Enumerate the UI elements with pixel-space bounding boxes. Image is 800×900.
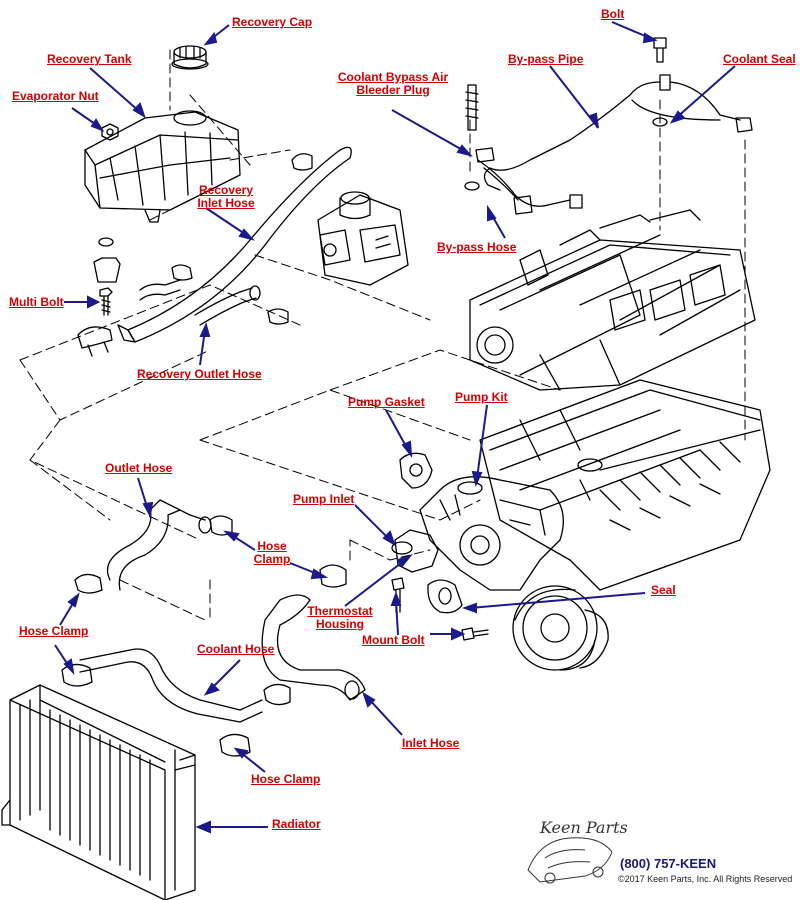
brand-copyright: ©2017 Keen Parts, Inc. All Rights Reserv… xyxy=(618,874,793,884)
label-coolant-hose: Coolant Hose xyxy=(197,642,275,656)
label-recovery-cap: Recovery Cap xyxy=(232,15,313,29)
label-pump-inlet: Pump Inlet xyxy=(293,492,355,506)
brand-phone: (800) 757-KEEN xyxy=(620,856,717,871)
label-hose-clamp-bottom: Hose Clamp xyxy=(251,772,321,786)
label-recovery-tank: Recovery Tank xyxy=(47,52,132,66)
label-bypass-hose: By-pass Hose xyxy=(437,240,517,254)
label-hose-clamp-mid-line1: Hose xyxy=(257,539,287,553)
label-inlet-hose: Inlet Hose xyxy=(402,736,460,750)
label-evaporator-nut: Evaporator Nut xyxy=(12,89,99,103)
label-bypass-pipe: By-pass Pipe xyxy=(508,52,584,66)
label-radiator: Radiator xyxy=(272,817,321,831)
label-bolt: Bolt xyxy=(601,7,625,21)
label-coolant-bypass-line1: Coolant Bypass Air xyxy=(337,70,449,84)
label-recovery-inlet-hose: Recovery Inlet Hose xyxy=(192,184,260,210)
label-thermostat-line2: Housing xyxy=(316,617,364,631)
brand-logo-text: Keen Parts xyxy=(540,818,628,837)
label-recovery-inlet-line2: Inlet Hose xyxy=(197,196,255,210)
label-pump-kit: Pump Kit xyxy=(455,390,508,404)
label-hose-clamp-left: Hose Clamp xyxy=(19,624,89,638)
label-seal: Seal xyxy=(651,583,676,597)
label-mount-bolt: Mount Bolt xyxy=(362,633,425,647)
label-thermostat-housing: Thermostat Housing xyxy=(304,605,376,631)
label-coolant-bypass-air-bleeder-plug: Coolant Bypass Air Bleeder Plug xyxy=(333,71,453,97)
label-hose-clamp-mid: Hose Clamp xyxy=(250,540,294,566)
label-recovery-inlet-line1: Recovery xyxy=(198,183,254,197)
label-coolant-bypass-line2: Bleeder Plug xyxy=(356,83,430,97)
label-multi-bolt: Multi Bolt xyxy=(9,295,64,309)
label-coolant-seal: Coolant Seal xyxy=(723,52,796,66)
label-outlet-hose: Outlet Hose xyxy=(105,461,173,475)
label-pump-gasket: Pump Gasket xyxy=(348,395,425,409)
label-thermostat-line1: Thermostat xyxy=(307,604,373,618)
label-hose-clamp-mid-line2: Clamp xyxy=(253,552,291,566)
label-recovery-outlet-hose: Recovery Outlet Hose xyxy=(137,367,262,381)
